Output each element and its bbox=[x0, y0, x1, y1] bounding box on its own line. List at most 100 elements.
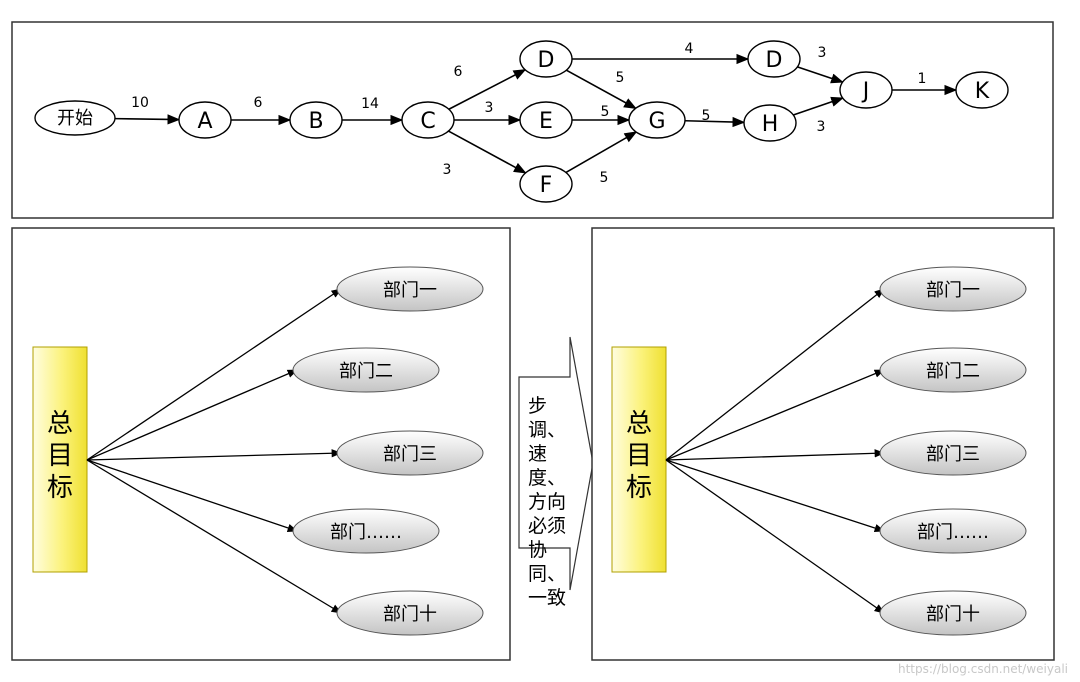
node-label: F bbox=[540, 173, 553, 198]
edge-C-D1 bbox=[448, 69, 527, 110]
department-node bbox=[336, 590, 484, 636]
department-label: 部门二 bbox=[339, 361, 393, 382]
edge-weight-label: 1 bbox=[918, 71, 927, 87]
node-label: D bbox=[538, 48, 555, 73]
node-G bbox=[628, 101, 686, 139]
department-node bbox=[879, 430, 1027, 476]
node-label: J bbox=[861, 79, 870, 104]
network-nodes: 开始 A B C D E F G D H J K bbox=[34, 40, 1009, 203]
network-edges: 10 6 14 6 3 3 4 5 5 5 5 3 3 1 bbox=[114, 41, 958, 186]
edge-weight-label: 3 bbox=[818, 45, 827, 61]
goal-to-dept-arrow bbox=[665, 459, 885, 614]
edge-weight-label: 5 bbox=[600, 170, 609, 186]
department-label: 部门一 bbox=[926, 280, 980, 301]
goal-label-char: 标 bbox=[626, 473, 652, 503]
edge-weight-label: 5 bbox=[616, 70, 625, 86]
middle-arrow-shape bbox=[518, 336, 594, 591]
goal-box bbox=[32, 346, 88, 573]
department-node bbox=[879, 347, 1027, 393]
node-C bbox=[401, 101, 455, 139]
edge-H-J bbox=[793, 96, 844, 116]
department-label: 部门三 bbox=[383, 444, 437, 465]
department-label: 部门一 bbox=[383, 280, 437, 301]
node-A bbox=[178, 101, 232, 139]
middle-text-line: 协 bbox=[528, 539, 547, 561]
node-label: E bbox=[539, 109, 553, 134]
edge-weight-label: 5 bbox=[702, 108, 711, 124]
edge-weight-label: 3 bbox=[817, 119, 826, 135]
middle-text-line: 同、 bbox=[528, 563, 566, 585]
department-label: 部门三 bbox=[926, 444, 980, 465]
goal-to-dept-arrow bbox=[86, 369, 298, 461]
edge-weight-label: 4 bbox=[685, 41, 694, 57]
edge-weight-label: 3 bbox=[485, 100, 494, 116]
node-label: C bbox=[420, 109, 435, 134]
node-J bbox=[839, 71, 893, 109]
node-start bbox=[34, 100, 116, 136]
department-node bbox=[336, 430, 484, 476]
middle-text-line: 速 bbox=[528, 443, 547, 465]
edge-weight-label: 6 bbox=[454, 64, 463, 80]
department-label: 部门…… bbox=[330, 522, 402, 543]
edge-weight-label: 5 bbox=[601, 104, 610, 120]
node-H bbox=[743, 104, 797, 142]
node-label: D bbox=[766, 48, 783, 73]
edge-G-H bbox=[684, 116, 746, 128]
node-label: 开始 bbox=[57, 108, 93, 129]
goal-to-dept-arrow bbox=[86, 459, 298, 532]
node-label: G bbox=[648, 109, 665, 134]
goal-to-dept-arrow bbox=[665, 449, 886, 461]
node-label: K bbox=[975, 79, 990, 104]
node-K bbox=[955, 71, 1009, 109]
node-D2 bbox=[747, 40, 801, 78]
edge-start-A bbox=[114, 114, 181, 125]
edge-F-G bbox=[565, 131, 638, 174]
node-D1 bbox=[519, 40, 573, 78]
goal-label-char: 总 bbox=[47, 409, 73, 439]
middle-text-line: 方向 bbox=[528, 491, 566, 513]
node-label: H bbox=[762, 112, 779, 137]
department-node bbox=[879, 508, 1027, 554]
department-node bbox=[292, 347, 440, 393]
goal-to-dept-arrow bbox=[665, 369, 885, 461]
goal-to-dept-arrow bbox=[665, 288, 885, 461]
watermark-text: https://blog.csdn.net/weiyali bbox=[897, 662, 1068, 676]
node-B bbox=[289, 101, 343, 139]
department-node bbox=[336, 266, 484, 312]
edge-D1-G bbox=[565, 69, 637, 110]
goal-label-char: 目 bbox=[47, 441, 73, 471]
node-E bbox=[519, 101, 573, 139]
node-label: B bbox=[308, 109, 323, 134]
department-node bbox=[292, 508, 440, 554]
goal-label-char: 目 bbox=[626, 441, 652, 471]
goal-to-dept-arrow bbox=[665, 459, 885, 533]
edge-C-F bbox=[448, 130, 527, 174]
middle-text-line: 步 bbox=[528, 395, 547, 417]
node-F bbox=[519, 165, 573, 203]
edge-weight-label: 14 bbox=[361, 96, 379, 112]
goal-label-char: 标 bbox=[47, 473, 73, 503]
edge-weight-label: 10 bbox=[131, 95, 149, 111]
node-label: A bbox=[197, 109, 212, 134]
goal-to-dept-arrow bbox=[86, 459, 342, 614]
middle-text-line: 一致 bbox=[528, 587, 566, 609]
edge-weight-label: 3 bbox=[443, 162, 452, 178]
department-node bbox=[879, 266, 1027, 312]
department-label: 部门…… bbox=[917, 522, 989, 543]
edge-weight-label: 6 bbox=[254, 95, 263, 111]
middle-text-line: 必须 bbox=[528, 515, 566, 537]
department-label: 部门二 bbox=[926, 361, 980, 382]
department-label: 部门十 bbox=[383, 604, 437, 625]
middle-text-line: 调、 bbox=[528, 419, 566, 441]
goal-to-dept-arrow bbox=[86, 449, 343, 461]
middle-text-line: 度、 bbox=[528, 467, 566, 489]
edge-D2-J bbox=[797, 66, 844, 84]
goal-to-dept-arrow bbox=[86, 288, 342, 461]
goal-box bbox=[611, 346, 667, 573]
department-node bbox=[879, 590, 1027, 636]
goal-label-char: 总 bbox=[626, 409, 652, 439]
department-label: 部门十 bbox=[926, 604, 980, 625]
